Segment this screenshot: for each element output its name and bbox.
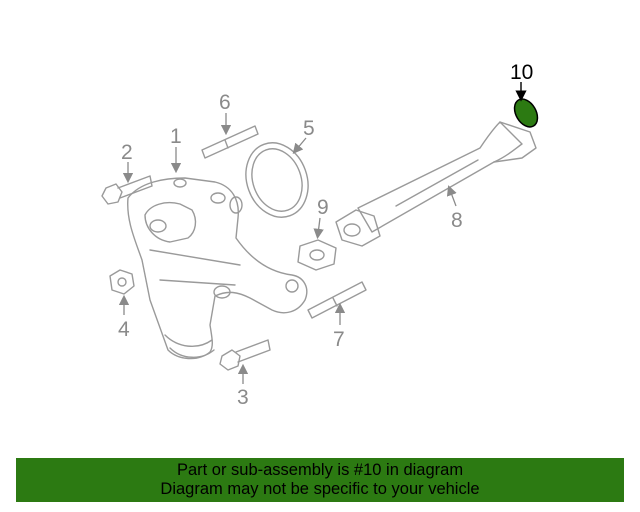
callout-2: 2: [121, 141, 133, 164]
callout-9: 9: [317, 196, 329, 219]
callout-7: 7: [333, 328, 345, 351]
bolt-2: [101, 175, 153, 205]
gasket-9: [297, 239, 337, 271]
callout-1: 1: [170, 125, 182, 148]
leader-9: [313, 217, 324, 240]
callout-8: 8: [451, 209, 463, 232]
banner-line-1: Part or sub-assembly is #10 in diagram: [176, 461, 464, 479]
callout-5: 5: [303, 117, 315, 140]
o-ring-10: [513, 98, 539, 128]
callout-4: 4: [118, 318, 130, 341]
bolt-3: [219, 339, 271, 371]
stud-7: [307, 281, 367, 319]
callout-10: 10: [510, 61, 533, 84]
part-info-banner: Part or sub-assembly is #10 in diagram D…: [16, 458, 624, 502]
leader-5: [292, 137, 307, 154]
water-outlet-housing: [127, 177, 308, 360]
nut-4: [109, 269, 135, 295]
banner-line-2: Diagram may not be specific to your vehi…: [160, 480, 480, 498]
callout-3: 3: [237, 386, 249, 409]
leader-8: [446, 185, 457, 207]
callout-6: 6: [219, 91, 231, 114]
stud-6: [201, 125, 259, 159]
gasket-5: [245, 142, 309, 218]
water-pipe-8: [335, 121, 537, 247]
